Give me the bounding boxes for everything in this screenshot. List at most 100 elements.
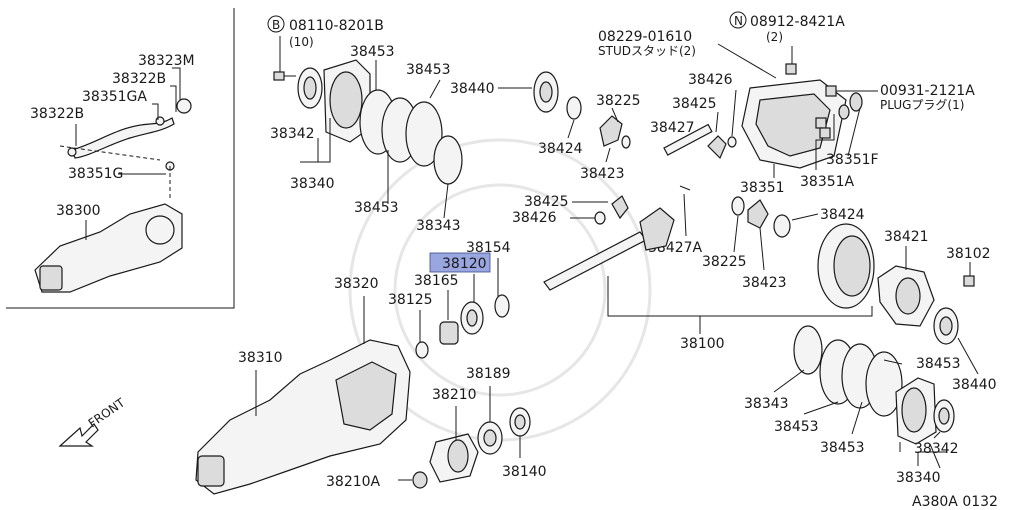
- figure-code: A380A 0132: [912, 494, 998, 510]
- label-08912-8421a: 08912-8421A: [750, 14, 845, 30]
- label-08229-01610: 08229-01610: [598, 29, 692, 45]
- svg-text:N: N: [734, 14, 743, 28]
- washer-38424-right: [773, 214, 791, 238]
- label-38125: 38125: [388, 292, 433, 308]
- label-38425-b: 38425: [524, 194, 569, 210]
- label-38351f: 38351F: [826, 152, 879, 168]
- label-38421: 38421: [884, 229, 929, 245]
- label-38425-a: 38425: [672, 96, 717, 112]
- bolt-08110: [273, 71, 296, 81]
- label-08229-stud: STUDスタッド(2): [598, 44, 696, 58]
- pinion-mate-38425-top: [707, 135, 737, 160]
- label-38322b-left: 38322B: [30, 106, 84, 122]
- side-gear-38423-right: [747, 199, 769, 229]
- label-38424-b: 38424: [820, 207, 865, 223]
- collapsible-spacer-38165: [439, 321, 459, 345]
- label-38453-c: 38453: [354, 200, 399, 216]
- lock-pin-38427a: [679, 185, 691, 191]
- label-38453-e: 38453: [774, 419, 819, 435]
- label-38189: 38189: [466, 366, 511, 382]
- oil-seal-38342-left: [297, 67, 323, 109]
- drive-pinion-38100: [543, 207, 675, 291]
- nut-38210a: [412, 471, 428, 489]
- bearing-38120: [460, 301, 484, 335]
- label-38323m: 38323M: [138, 53, 195, 69]
- washer-38125: [415, 341, 429, 359]
- label-38440-b: 38440: [952, 377, 997, 393]
- housing-38310: [195, 339, 411, 495]
- label-38320: 38320: [334, 276, 379, 292]
- label-38426-b: 38426: [512, 210, 557, 226]
- bearing-38140: [509, 407, 531, 437]
- label-38343-b: 38343: [744, 396, 789, 412]
- label-38100: 38100: [680, 336, 725, 352]
- label-38351ga: 38351GA: [82, 89, 147, 105]
- washer-38424-top: [566, 96, 582, 120]
- circle-b-marker: B: [267, 15, 285, 33]
- circle-n-marker: N: [729, 11, 747, 29]
- highlight-38120: [429, 252, 491, 273]
- label-38453-b: 38453: [406, 62, 451, 78]
- oil-seal-38342-right: [933, 399, 955, 433]
- label-00931-2121a: 00931-2121A: [880, 83, 975, 99]
- label-38165: 38165: [414, 273, 459, 289]
- label-38225-a: 38225: [596, 93, 641, 109]
- label-38423-a: 38423: [580, 166, 625, 182]
- inset-breather-hose: [59, 98, 192, 200]
- bolt-38351a: [815, 117, 831, 139]
- plug-00931: [825, 85, 837, 97]
- label-38210: 38210: [432, 387, 477, 403]
- side-retainer-38340-left: [323, 59, 371, 143]
- bolt-38102: [963, 275, 975, 287]
- label-38140: 38140: [502, 464, 547, 480]
- plug-38351f: [838, 92, 863, 120]
- label-38322b-top: 38322B: [112, 71, 166, 87]
- label-38342-a: 38342: [270, 126, 315, 142]
- bearing-38440-right: [933, 307, 959, 345]
- label-38120: 38120: [442, 256, 487, 272]
- label-38423-b: 38423: [742, 275, 787, 291]
- front-label: FRONT: [86, 395, 128, 430]
- nut-08912: [785, 63, 797, 75]
- label-38300: 38300: [56, 203, 101, 219]
- label-38351a: 38351A: [800, 174, 855, 190]
- ring-gear-38100: [817, 223, 875, 309]
- washer-38154: [494, 294, 510, 318]
- washer-38426-mid: [594, 211, 606, 225]
- differential-case-38421: [877, 265, 935, 327]
- label-38453-a: 38453: [350, 44, 395, 60]
- inset-frame: [6, 8, 235, 309]
- drive-flange-38210: [429, 433, 479, 483]
- label-38225-b: 38225: [702, 254, 747, 270]
- label-38342-b: 38342: [914, 441, 959, 457]
- svg-text:B: B: [272, 18, 280, 32]
- label-38427: 38427: [650, 120, 695, 136]
- label-38343-a: 38343: [416, 218, 461, 234]
- label-08110-8201b: 08110-8201B: [289, 18, 384, 34]
- pinion-shaft-38427: [663, 123, 713, 156]
- label-38310: 38310: [238, 350, 283, 366]
- label-38453-f: 38453: [820, 440, 865, 456]
- label-38351: 38351: [740, 180, 785, 196]
- shims-38453-left: [359, 89, 463, 185]
- bearing-38440-top: [533, 71, 559, 113]
- pinion-mate-38425-mid: [611, 195, 629, 220]
- label-38340-a: 38340: [290, 176, 335, 192]
- label-00931-plug: PLUGプラグ(1): [880, 98, 964, 112]
- washer-38225-right: [731, 196, 745, 216]
- side-retainer-38340-right: [895, 377, 937, 445]
- label-38453-d: 38453: [916, 356, 961, 372]
- side-gear-38423-top: [599, 115, 631, 149]
- label-08912-qty: (2): [766, 30, 783, 44]
- label-38351g: 38351G: [68, 166, 123, 182]
- label-38102: 38102: [946, 246, 991, 262]
- inset-differential-housing: [34, 203, 183, 293]
- label-38210a: 38210A: [326, 474, 381, 490]
- label-08110-qty: (10): [289, 35, 314, 49]
- oil-seal-38189: [477, 421, 503, 455]
- label-38340-b: 38340: [896, 470, 941, 486]
- shims-38453-right: [793, 325, 903, 417]
- label-38154: 38154: [466, 240, 511, 256]
- label-38424-a: 38424: [538, 141, 583, 157]
